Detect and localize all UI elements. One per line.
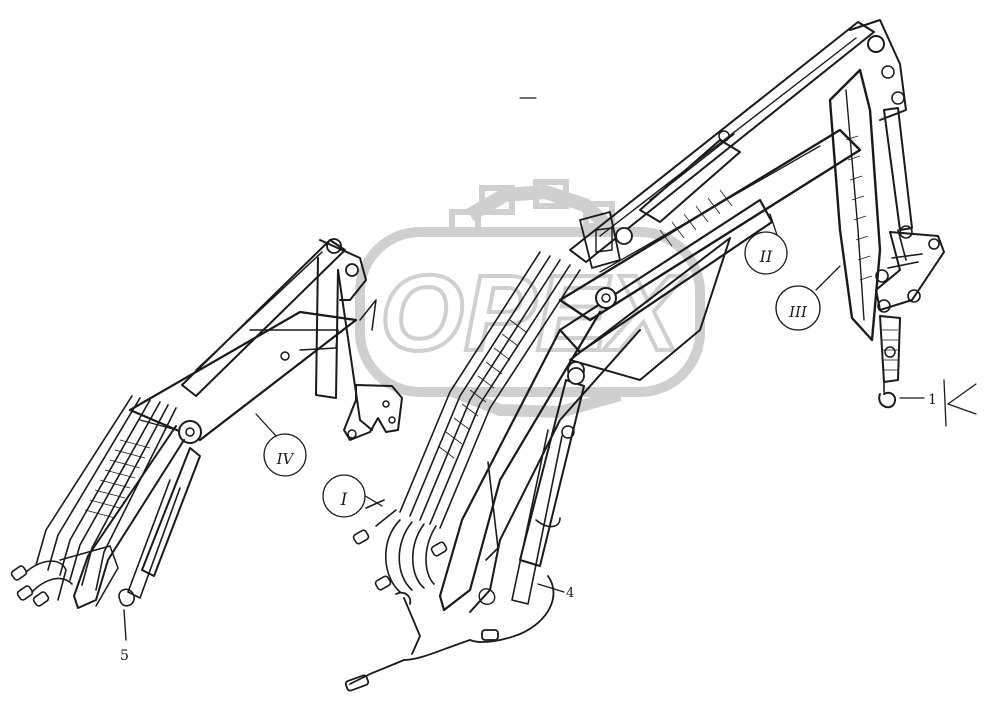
center-boom-assembly [344, 21, 875, 692]
callout-III: III [775, 265, 841, 331]
label-1: 1 [899, 379, 977, 427]
watermark-text: ОРЕХ [380, 252, 686, 373]
label-4-text: 4 [566, 586, 574, 601]
watermark-logo: ОРЕХ [355, 179, 705, 419]
label-5-text: 5 [120, 648, 129, 664]
label-5: 5 [120, 648, 129, 664]
watermark-oval [355, 227, 705, 397]
right-dipper-assembly [828, 19, 945, 409]
label-1-text: 1 [928, 392, 937, 408]
callout-II-label: II [759, 247, 773, 266]
callout-II: II [744, 213, 788, 275]
label-4: 4 [537, 583, 574, 601]
callout-IV-label: IV [276, 450, 296, 468]
callout-IV: IV [255, 413, 307, 477]
callout-III-label: III [788, 303, 808, 321]
watermark-gear [447, 179, 622, 419]
left-boom-assembly [10, 238, 403, 641]
callout-I: I [322, 474, 383, 518]
callout-I-label: I [340, 490, 348, 510]
